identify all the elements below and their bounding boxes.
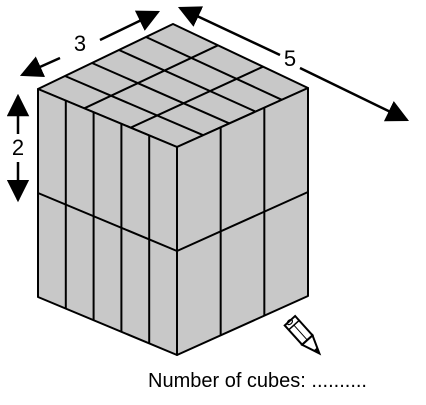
top-grid-line-depth <box>83 44 219 110</box>
front-left-horizontal-line <box>37 192 178 252</box>
height-dimension: 2 <box>6 93 30 203</box>
top-grid-line-length <box>118 49 257 113</box>
depth-arrow-right <box>99 10 161 42</box>
top-grid-line-depth <box>130 65 264 129</box>
cuboid <box>37 23 309 356</box>
height-label: 2 <box>12 135 24 160</box>
length-arrow-right <box>299 66 410 122</box>
top-grid-line-length <box>145 36 283 101</box>
top-grid-line-length <box>64 75 204 137</box>
length-arrow-left <box>177 6 281 57</box>
depth-arrow-left <box>19 56 61 77</box>
answer-prompt: Number of cubes: .......... <box>148 370 367 393</box>
top-grid-line-length <box>91 62 230 125</box>
front-right-horizontal-line <box>176 191 309 252</box>
depth-label: 3 <box>74 31 86 56</box>
depth-dimension: 3 <box>19 10 161 77</box>
length-label: 5 <box>284 46 296 71</box>
pencil-icon <box>283 314 322 356</box>
length-dimension: 5 <box>177 6 410 122</box>
answer-label: Number of cubes: <box>148 370 306 392</box>
answer-blank[interactable]: .......... <box>311 370 367 392</box>
